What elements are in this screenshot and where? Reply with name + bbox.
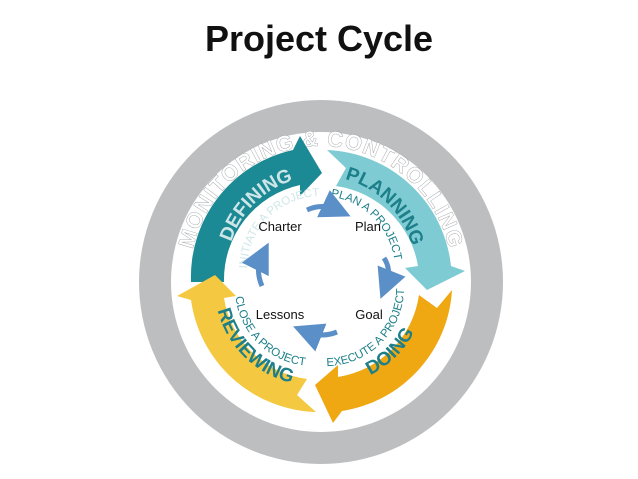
inner-label-goal: Goal: [355, 307, 383, 322]
phase-arrow-doing: [315, 290, 452, 423]
inner-label-lessons: Lessons: [256, 307, 305, 322]
inner-label-plan: Plan: [355, 219, 381, 234]
inner-arrow-left: [241, 242, 269, 288]
inner-arrow-right: [377, 256, 406, 299]
inner-label-charter: Charter: [258, 219, 302, 234]
inner-circle: [249, 199, 393, 343]
phase-arrow-planning: [327, 150, 465, 290]
phase-arrow-defining: [190, 136, 322, 282]
page-title: Project Cycle: [204, 18, 434, 59]
phase-arrow-reviewing: [177, 275, 316, 412]
inner-arrow-bottom: [293, 323, 338, 352]
inner-arrow-top: [305, 190, 351, 218]
